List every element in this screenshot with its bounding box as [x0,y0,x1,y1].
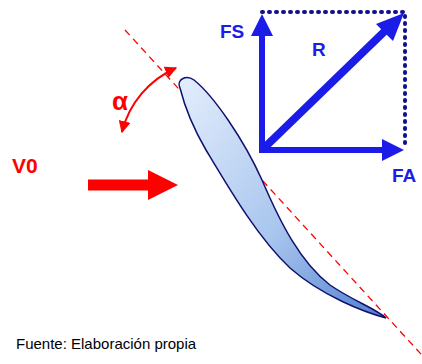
force-label: FA [392,166,416,185]
velocity-arrow-shaft [88,180,150,191]
angle-arc [122,68,176,132]
angle-label: α [112,88,128,114]
force-label: R [312,40,326,59]
drag-arrow-head [382,139,404,161]
resultant-arrow-head [376,13,404,41]
resultant-arrow-shaft [262,28,388,150]
velocity-arrow-head [148,170,178,200]
drag-arrow-shaft [259,147,384,153]
force-label: FS [220,22,244,41]
caption: Fuente: Elaboración propia [16,336,196,351]
blade-profile [179,78,386,318]
lift-arrow-head [251,14,273,36]
lift-arrow-shaft [259,34,265,152]
chord-line [125,30,422,364]
velocity-label: V0 [12,155,38,176]
